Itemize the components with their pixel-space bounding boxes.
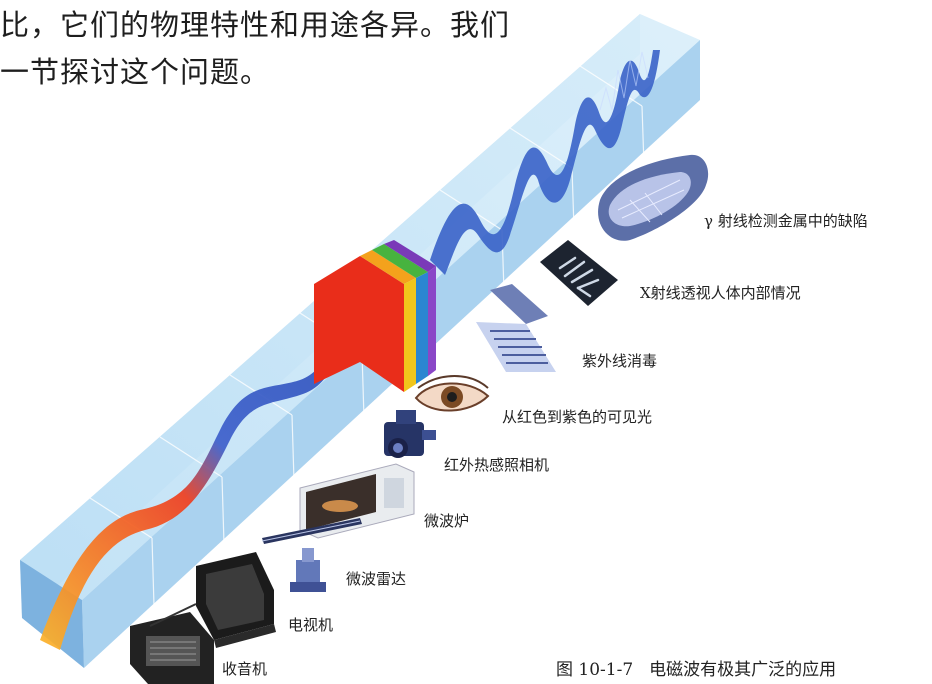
label-gamma: γ 射线检测金属中的缺陷	[704, 212, 868, 230]
figure-number: 图 10-1-7	[556, 660, 634, 680]
label-uv: 紫外线消毒	[582, 352, 658, 370]
microwave-oven-icon	[299, 463, 415, 539]
label-xray: X射线透视人体内部情况	[640, 284, 801, 302]
figure-caption: 图 10-1-7 电磁波有极其广泛的应用	[556, 655, 836, 680]
gamma-device-icon	[598, 154, 709, 241]
label-tv: 电视机	[288, 616, 334, 634]
wave-long	[40, 300, 355, 650]
intro-line-1: 比，它们的物理特性和用途各异。我们	[0, 8, 511, 42]
radio-icon	[130, 603, 214, 684]
eye-icon	[414, 375, 490, 412]
label-ir-camera: 红外热感照相机	[444, 456, 550, 474]
wave-short-highlight	[599, 51, 649, 111]
prism-dividers	[89, 65, 645, 607]
visible-spectrum-block	[314, 240, 436, 392]
xray-film-icon	[540, 240, 618, 306]
label-visible-light: 从红色到紫色的可见光	[502, 408, 653, 426]
radar-icon	[261, 518, 362, 592]
tv-icon	[196, 552, 276, 648]
wave-short	[430, 50, 660, 275]
intro-text: 比，它们的物理特性和用途各异。我们 一节探讨这个问题。	[0, 2, 510, 96]
ir-camera-icon	[384, 410, 436, 458]
uv-laptop-icon	[476, 284, 556, 372]
figure-caption-text: 电磁波有极其广泛的应用	[649, 660, 837, 680]
label-radar: 微波雷达	[346, 570, 407, 588]
intro-line-2: 一节探讨这个问题。	[0, 55, 271, 89]
label-radio: 收音机	[222, 660, 268, 678]
label-microwave-oven: 微波炉	[424, 512, 470, 530]
